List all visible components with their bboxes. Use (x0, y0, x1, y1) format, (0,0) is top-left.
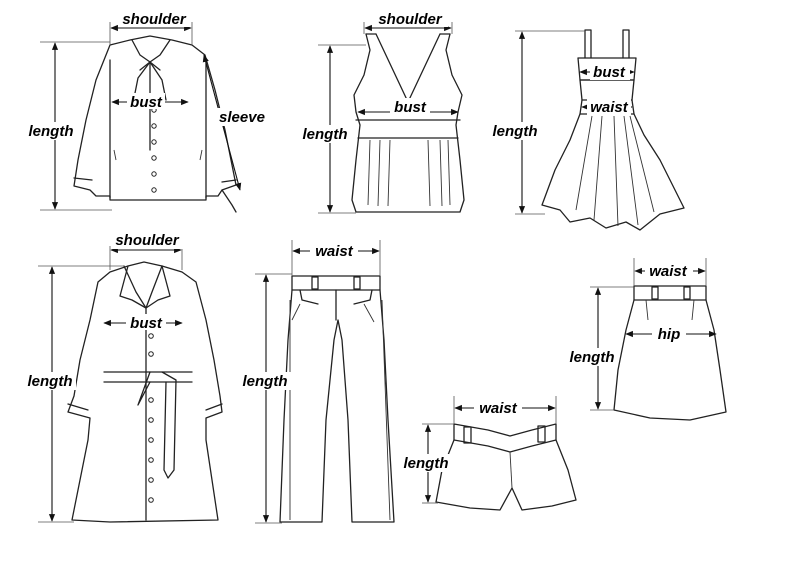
tank-top-drawing (351, 33, 465, 213)
coat-bust-label: bust (130, 315, 163, 332)
dress-drawing (541, 29, 685, 231)
tank-top-figure: shoulder bust length (300, 9, 465, 214)
coat-length-label: length (28, 373, 73, 390)
skirt-length-label: length (570, 349, 615, 366)
blouse-length-label: length (29, 123, 74, 140)
trousers-length-label: length (243, 373, 288, 390)
blouse-bust-label: bust (130, 94, 163, 111)
trousers-figure: waist length (240, 240, 395, 524)
skirt-drawing (613, 285, 727, 421)
blouse-shoulder-label: shoulder (122, 11, 187, 28)
tank-bust-label: bust (394, 99, 427, 116)
tank-shoulder-label: shoulder (378, 11, 443, 28)
coat-shoulder-label: shoulder (115, 232, 180, 249)
blouse-figure: shoulder bust length sleeve (27, 9, 270, 213)
shorts-drawing (435, 423, 577, 511)
blouse-drawing (73, 35, 237, 213)
coat-figure: shoulder bust length (24, 231, 223, 523)
dress-length-label: length (493, 123, 538, 140)
shorts-figure: waist length (400, 396, 577, 511)
skirt-figure: waist hip length (566, 258, 727, 421)
trousers-waist-label: waist (315, 243, 354, 260)
coat-drawing (67, 261, 223, 523)
dress-bust-label: bust (593, 64, 626, 81)
shorts-length-label: length (404, 455, 449, 472)
trousers-drawing (279, 275, 395, 523)
tank-length-label: length (303, 126, 348, 143)
skirt-hip-label: hip (658, 326, 681, 343)
shorts-waist-label: waist (479, 400, 518, 417)
dress-figure: bust waist length (490, 29, 685, 231)
dress-waist-label: waist (590, 99, 629, 116)
blouse-sleeve-label: sleeve (219, 109, 265, 126)
skirt-waist-label: waist (649, 263, 688, 280)
